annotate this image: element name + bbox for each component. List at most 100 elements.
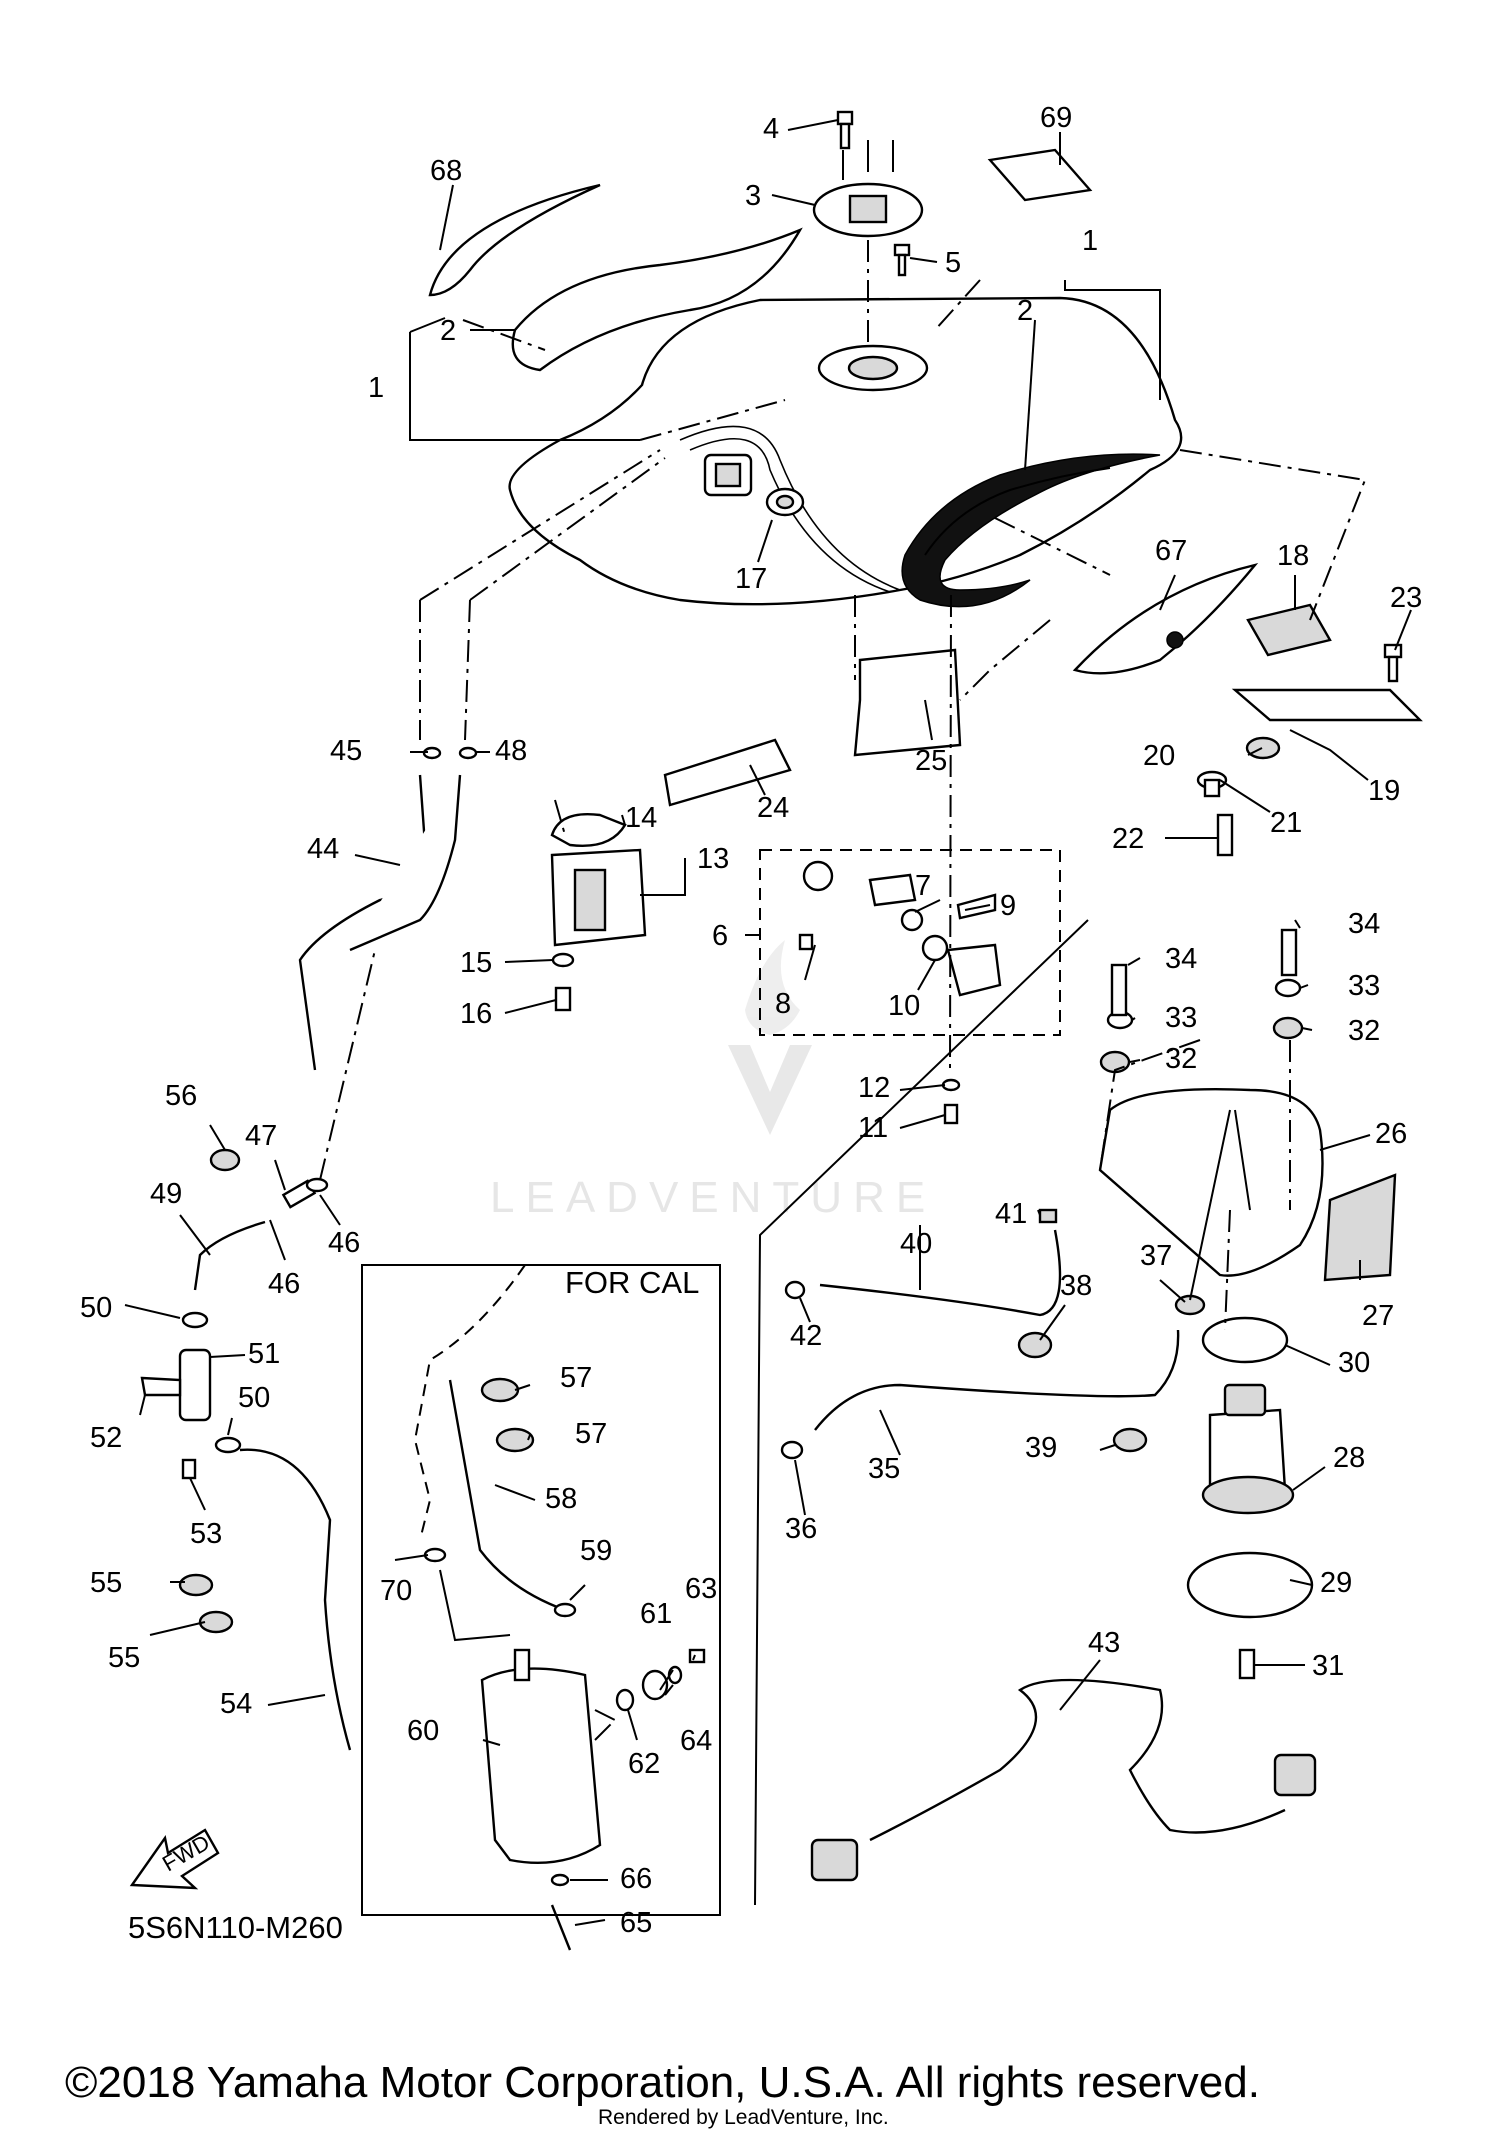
clip-50[interactable] bbox=[181, 1311, 209, 1329]
valve-51[interactable] bbox=[178, 1348, 212, 1422]
callout-54: 54 bbox=[220, 1688, 252, 1720]
gasket-14[interactable] bbox=[550, 813, 627, 847]
hose-35[interactable] bbox=[814, 1329, 1180, 1431]
callout-47: 47 bbox=[245, 1120, 277, 1152]
callout-57-top: 57 bbox=[560, 1362, 592, 1394]
callout-42: 42 bbox=[790, 1320, 822, 1352]
callout-61: 61 bbox=[640, 1598, 672, 1630]
callout-11: 11 bbox=[858, 1112, 888, 1144]
warning-label-69[interactable] bbox=[987, 148, 1093, 202]
callout-46-left: 46 bbox=[268, 1268, 300, 1300]
bolt-11[interactable] bbox=[943, 1103, 959, 1125]
callout-26: 26 bbox=[1375, 1118, 1407, 1150]
callout-33-left: 33 bbox=[1165, 1002, 1197, 1034]
callout-20: 20 bbox=[1143, 740, 1175, 772]
hose-49[interactable] bbox=[193, 1220, 266, 1291]
washer-15[interactable] bbox=[551, 952, 575, 968]
callout-40: 40 bbox=[900, 1228, 932, 1260]
collar-33[interactable] bbox=[1106, 978, 1302, 1030]
damper-32[interactable] bbox=[1099, 1016, 1304, 1074]
tank-emblem-right[interactable] bbox=[1072, 563, 1259, 675]
callout-14: 14 bbox=[625, 802, 657, 834]
fwd-arrow-icon: FWD bbox=[129, 1828, 220, 1890]
clip-66[interactable] bbox=[550, 1873, 570, 1887]
leadventure-logo-icon bbox=[728, 940, 812, 1135]
hose-40[interactable] bbox=[819, 1229, 1062, 1317]
fuel-hose-43[interactable] bbox=[810, 1678, 1317, 1882]
clip-50b[interactable] bbox=[214, 1436, 242, 1454]
clip-46[interactable] bbox=[305, 1177, 329, 1193]
canister-hoses-cal[interactable] bbox=[413, 1264, 566, 1612]
clamp-57[interactable] bbox=[480, 1377, 535, 1453]
protector-25[interactable] bbox=[853, 648, 962, 757]
bolt-22[interactable] bbox=[1216, 813, 1234, 857]
fuel-cock-parts[interactable] bbox=[798, 860, 1002, 997]
clip-36[interactable] bbox=[780, 1440, 804, 1460]
clip-42[interactable] bbox=[784, 1280, 806, 1300]
fuel-cap[interactable] bbox=[812, 182, 924, 238]
callout-53: 53 bbox=[190, 1518, 222, 1550]
callout-5: 5 bbox=[945, 247, 961, 279]
gasket-30[interactable] bbox=[1201, 1316, 1289, 1364]
diagram-code: 5S6N110-M260 bbox=[128, 1910, 343, 1945]
callout-55-top: 55 bbox=[90, 1567, 122, 1599]
for-cal-box bbox=[361, 1264, 721, 1916]
bolt-34[interactable] bbox=[1110, 928, 1298, 1017]
bolt-16[interactable] bbox=[554, 986, 572, 1012]
screw-5[interactable] bbox=[893, 243, 911, 277]
callout-24: 24 bbox=[757, 792, 789, 824]
callout-57-bottom: 57 bbox=[575, 1418, 607, 1450]
washer-12[interactable] bbox=[941, 1078, 961, 1092]
callout-9: 9 bbox=[1000, 890, 1016, 922]
callout-48: 48 bbox=[495, 735, 527, 767]
callout-51: 51 bbox=[248, 1338, 280, 1370]
callout-36: 36 bbox=[785, 1513, 817, 1545]
callout-2-right: 2 bbox=[1017, 295, 1033, 327]
canister-mount-parts[interactable] bbox=[615, 1648, 706, 1712]
damper-20[interactable] bbox=[1245, 736, 1281, 760]
pad-27[interactable] bbox=[1323, 1173, 1397, 1282]
tank-graphic-left[interactable] bbox=[511, 227, 803, 372]
fuel-tank-sub-26[interactable] bbox=[1098, 1087, 1324, 1277]
collar-21[interactable] bbox=[1196, 770, 1228, 798]
callout-39: 39 bbox=[1025, 1432, 1057, 1464]
fuel-sender-13[interactable] bbox=[550, 848, 647, 947]
clamp-55[interactable] bbox=[178, 1573, 234, 1634]
cap-bolt-lines bbox=[842, 140, 894, 180]
callout-49: 49 bbox=[150, 1178, 182, 1210]
bracket-52[interactable] bbox=[140, 1376, 182, 1397]
callout-33-top: 33 bbox=[1348, 970, 1380, 1002]
plate-29[interactable] bbox=[1186, 1551, 1314, 1619]
clip-56[interactable] bbox=[209, 1148, 241, 1172]
clip-41[interactable] bbox=[1038, 1208, 1058, 1224]
callout-16: 16 bbox=[460, 998, 492, 1030]
callout-3: 3 bbox=[745, 180, 761, 212]
watermark-text: LEADVENTURE bbox=[490, 1173, 936, 1222]
clip-48[interactable] bbox=[458, 746, 478, 760]
clip-59[interactable] bbox=[553, 1602, 577, 1618]
bolt-4[interactable] bbox=[836, 110, 854, 150]
callout-10: 10 bbox=[888, 990, 920, 1022]
clamp-39[interactable] bbox=[1112, 1427, 1148, 1453]
callout-66: 66 bbox=[620, 1863, 652, 1895]
screw-53[interactable] bbox=[181, 1458, 197, 1480]
callout-1-left: 1 bbox=[368, 372, 384, 404]
bracket-19[interactable] bbox=[1231, 688, 1423, 722]
fuel-pump-28[interactable] bbox=[1201, 1383, 1295, 1515]
tank-damper-18[interactable] bbox=[1246, 603, 1332, 657]
callout-35: 35 bbox=[868, 1453, 900, 1485]
hose-65[interactable] bbox=[550, 1904, 572, 1951]
clamp-38[interactable] bbox=[1017, 1331, 1053, 1359]
breather-hose-44[interactable] bbox=[298, 774, 462, 1071]
hose-54[interactable] bbox=[239, 1448, 352, 1751]
bolt-31[interactable] bbox=[1238, 1648, 1256, 1680]
tank-emblem-left[interactable] bbox=[428, 183, 601, 297]
leader-lines bbox=[124, 119, 1412, 1926]
pad-24[interactable] bbox=[663, 738, 792, 807]
callout-23: 23 bbox=[1390, 582, 1422, 614]
callout-56: 56 bbox=[165, 1080, 197, 1112]
canister-60[interactable] bbox=[480, 1648, 602, 1865]
bolt-23[interactable] bbox=[1383, 643, 1403, 683]
fuel-pump-area-frame bbox=[754, 919, 1089, 1906]
nut-17[interactable] bbox=[765, 487, 805, 517]
